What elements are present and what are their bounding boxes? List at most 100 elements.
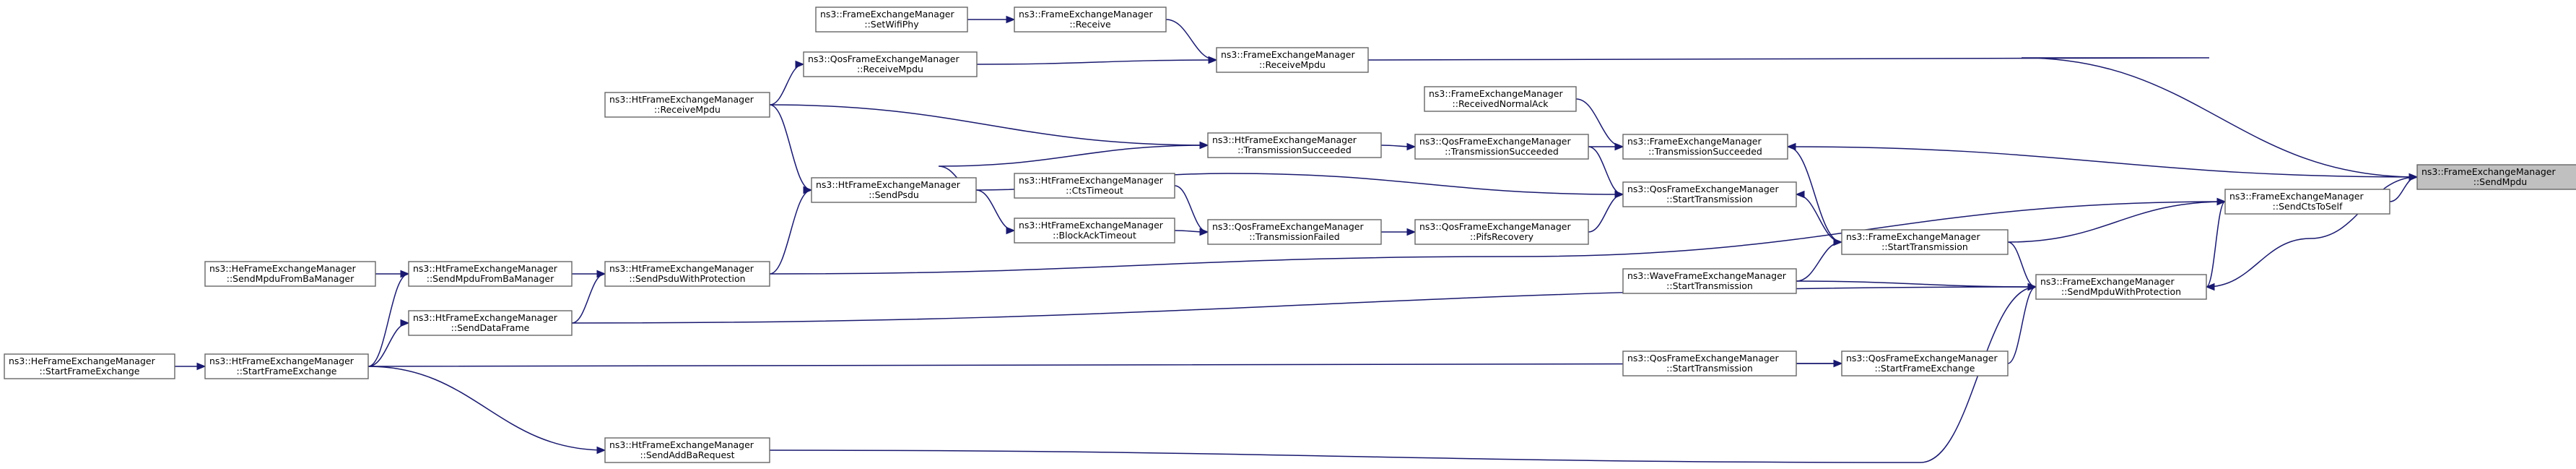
- edge-htfem_ctstimeout-to-qfem_transmissionfailed: [1174, 185, 1209, 236]
- edge-line: [769, 104, 1209, 146]
- node-qfem-pifsrecovery[interactable]: ns3::QosFrameExchangeManager::PifsRecove…: [1414, 219, 1589, 245]
- node-class-label: ns3::HtFrameExchangeManager: [413, 312, 558, 323]
- node-method-label: ::SendCtsToSelf: [2273, 201, 2343, 212]
- node-method-label: ::SendPsduWithProtection: [629, 273, 745, 284]
- arrowhead: [1833, 238, 1843, 246]
- edge-qfem_receivempdu-to-fem_receivempdu: [976, 56, 1218, 65]
- node-htfem-blockacktimeout[interactable]: ns3::HtFrameExchangeManager::BlockAckTim…: [1014, 218, 1175, 244]
- node-htfem-sendpsdu[interactable]: ns3::HtFrameExchangeManager::SendPsdu: [811, 177, 977, 203]
- edge-line: [367, 322, 409, 367]
- node-class-label: ns3::FrameExchangeManager: [1846, 231, 1980, 242]
- node-method-label: ::TransmissionSucceeded: [1445, 146, 1559, 157]
- node-fem-sendctstoself[interactable]: ns3::FrameExchangeManager::SendCtsToSelf: [2224, 189, 2390, 215]
- edge-htfem_senddataframe-to-htfem_sendpsduwithprotection: [571, 270, 606, 324]
- node-qfem-transmissionsucceeded[interactable]: ns3::QosFrameExchangeManager::Transmissi…: [1414, 134, 1589, 160]
- node-fem-receivempdu[interactable]: ns3::FrameExchangeManager::ReceiveMpdu: [1216, 47, 1369, 73]
- arrowhead: [1208, 56, 1218, 64]
- edges-layer: [174, 15, 2419, 463]
- node-method-label: ::SendPsdu: [869, 189, 919, 200]
- node-class-label: ns3::HeFrameExchangeManager: [209, 263, 357, 274]
- node-qfem-starttransmission2[interactable]: ns3::QosFrameExchangeManager::StartTrans…: [1622, 350, 1797, 377]
- node-htfem-transmissionsucceeded[interactable]: ns3::HtFrameExchangeManager::Transmissio…: [1207, 132, 1382, 158]
- edge-qfem_transmissionfailed-to-qfem_pifsrecovery: [1381, 228, 1417, 236]
- node-box: [1216, 47, 1369, 73]
- arrowhead: [1199, 228, 1209, 236]
- arrowhead: [2409, 173, 2419, 181]
- node-class-label: ns3::HtFrameExchangeManager: [413, 263, 558, 274]
- node-method-label: ::SendMpduFromBaManager: [427, 273, 554, 284]
- node-wavefem-starttransmission[interactable]: ns3::WaveFrameExchangeManager::StartTran…: [1622, 268, 1797, 294]
- node-fem-receivednormalack[interactable]: ns3::FrameExchangeManager::ReceivedNorma…: [1424, 86, 1577, 112]
- node-class-label: ns3::QosFrameExchangeManager: [1846, 353, 1998, 363]
- node-box: [1207, 132, 1382, 158]
- node-qfem-transmissionfailed[interactable]: ns3::QosFrameExchangeManager::Transmissi…: [1207, 219, 1382, 245]
- node-htfem-sendmpdufrombamanager[interactable]: ns3::HtFrameExchangeManager::SendMpduFro…: [408, 261, 573, 287]
- edge-line: [769, 201, 2226, 275]
- edge-qfem_startframeexchange-to-fem_sendmpduwithprotection: [2007, 283, 2037, 364]
- edge-htfem_receivempdu-to-htfem_sendpsdu: [769, 104, 813, 194]
- edge-line: [975, 189, 1015, 231]
- node-method-label: ::TransmissionSucceeded: [1648, 146, 1762, 157]
- node-box: [604, 92, 770, 118]
- node-box: [1622, 350, 1797, 377]
- node-htfem-startframeexchange[interactable]: ns3::HtFrameExchangeManager::StartFrameE…: [204, 353, 369, 379]
- node-class-label: ns3::FrameExchangeManager: [2229, 191, 2364, 202]
- node-qfem-receivempdu[interactable]: ns3::QosFrameExchangeManager::ReceiveMpd…: [803, 51, 978, 77]
- node-fem-transmissionsucceeded[interactable]: ns3::FrameExchangeManager::TransmissionS…: [1622, 134, 1788, 160]
- edge-fem_receivempdu-to-root: [1367, 57, 2419, 181]
- edge-wavefem_starttransmission-to-fem_starttransmission: [1796, 238, 1843, 282]
- edge-line: [2007, 241, 2037, 288]
- edge-htfem_sendpsdu-to-htfem_blockacktimeout: [975, 189, 1016, 235]
- arrowhead: [1833, 359, 1843, 368]
- node-qfem-starttransmission[interactable]: ns3::QosFrameExchangeManager::StartTrans…: [1622, 181, 1797, 207]
- node-class-label: ns3::HeFrameExchangeManager: [9, 356, 156, 366]
- edge-wavefem_starttransmission-to-fem_sendmpduwithprotection: [1796, 280, 2037, 291]
- node-box: [1414, 134, 1589, 160]
- node-hefem-startframeexchange[interactable]: ns3::HeFrameExchangeManager::StartFrameE…: [4, 353, 175, 379]
- node-class-label: ns3::QosFrameExchangeManager: [808, 53, 960, 64]
- node-qfem-startframeexchange[interactable]: ns3::QosFrameExchangeManager::StartFrame…: [1841, 350, 2009, 377]
- node-fem-receive[interactable]: ns3::FrameExchangeManager::Receive: [1014, 7, 1167, 33]
- node-htfem-sendaddbarequest[interactable]: ns3::HtFrameExchangeManager::SendAddBaRe…: [604, 437, 770, 463]
- nodes-layer: ns3::FrameExchangeManager::SendMpduns3::…: [4, 7, 2576, 463]
- node-root[interactable]: ns3::FrameExchangeManager::SendMpdu: [2416, 164, 2576, 190]
- edge-fem_starttransmission-to-fem_transmissionsucceeded: [1786, 142, 1842, 243]
- node-htfem-ctstimeout[interactable]: ns3::HtFrameExchangeManager::CtsTimeout: [1014, 173, 1175, 199]
- node-class-label: ns3::QosFrameExchangeManager: [1419, 136, 1571, 147]
- node-box: [1207, 219, 1382, 245]
- node-method-label: ::ReceivedNormalAck: [1453, 98, 1549, 109]
- node-box: [2416, 164, 2576, 190]
- node-method-label: ::StartTransmission: [1666, 280, 1753, 291]
- edge-htfem_blockacktimeout-to-qfem_transmissionfailed: [1174, 228, 1209, 236]
- arrowhead: [1406, 228, 1417, 236]
- node-method-label: ::SendAddBaRequest: [640, 449, 734, 460]
- node-method-label: ::ReceiveMpdu: [857, 64, 923, 74]
- node-box: [1014, 218, 1175, 244]
- node-class-label: ns3::HtFrameExchangeManager: [1019, 175, 1164, 186]
- node-class-label: ns3::HtFrameExchangeManager: [609, 94, 754, 105]
- node-box: [204, 353, 369, 379]
- arrowhead: [1006, 15, 1016, 24]
- arrowhead: [1006, 226, 1016, 235]
- node-box: [803, 51, 978, 77]
- node-fem-setwifiphy[interactable]: ns3::FrameExchangeManager::SetWifiPhy: [815, 7, 968, 33]
- node-htfem-senddataframe[interactable]: ns3::HtFrameExchangeManager::SendDataFra…: [408, 310, 573, 336]
- node-method-label: ::BlockAckTimeout: [1053, 230, 1136, 241]
- node-class-label: ns3::FrameExchangeManager: [820, 9, 954, 20]
- node-fem-sendmpduwithprotection[interactable]: ns3::FrameExchangeManager::SendMpduWithP…: [2035, 274, 2207, 300]
- edge-htfem_sendpsduwithprotection-to-htfem_sendpsdu: [769, 186, 813, 275]
- edge-line: [1796, 241, 1842, 282]
- edge-line: [367, 366, 606, 451]
- edge-line: [2389, 176, 2418, 202]
- node-htfem-receivempdu[interactable]: ns3::HtFrameExchangeManager::ReceiveMpdu: [604, 92, 770, 118]
- node-method-label: ::SetWifiPhy: [864, 19, 919, 30]
- edge-line: [571, 286, 2037, 324]
- node-fem-starttransmission[interactable]: ns3::FrameExchangeManager::StartTransmis…: [1841, 229, 2009, 255]
- node-method-label: ::Receive: [1069, 19, 1111, 30]
- node-htfem-sendpsduwithprotection[interactable]: ns3::HtFrameExchangeManager::SendPsduWit…: [604, 261, 770, 287]
- node-method-label: ::StartFrameExchange: [40, 366, 140, 377]
- node-class-label: ns3::HtFrameExchangeManager: [609, 263, 754, 274]
- node-method-label: ::SendMpduWithProtection: [2061, 286, 2181, 297]
- node-hefem-sendmpdufrombamanager[interactable]: ns3::HeFrameExchangeManager::SendMpduFro…: [204, 261, 376, 287]
